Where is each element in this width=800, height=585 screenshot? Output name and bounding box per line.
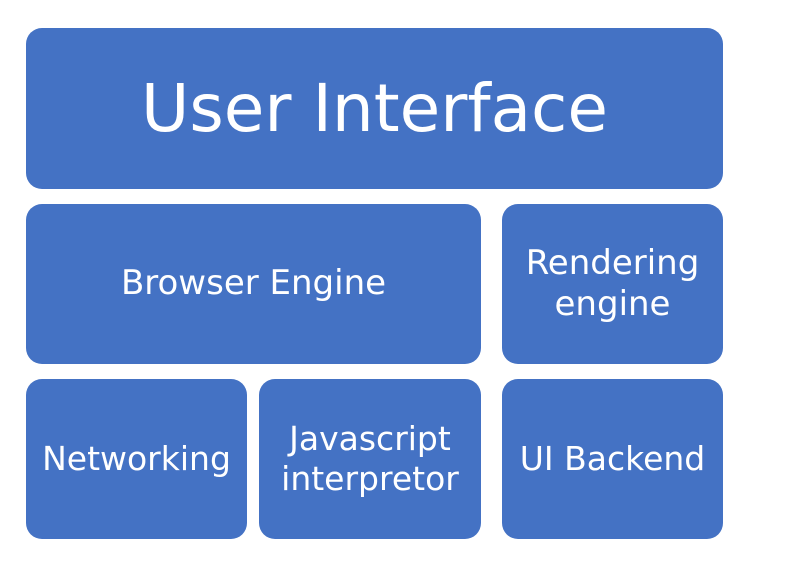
rendering-engine-box: Rendering engine bbox=[502, 204, 723, 364]
user-interface-label: User Interface bbox=[141, 69, 608, 147]
networking-box: Networking bbox=[26, 379, 247, 539]
networking-label: Networking bbox=[42, 438, 231, 478]
ui-backend-box: UI Backend bbox=[502, 379, 723, 539]
browser-engine-label: Browser Engine bbox=[120, 263, 387, 304]
browser-engine-box: Browser Engine bbox=[26, 204, 481, 364]
javascript-interpreter-box: Javascript interpretor bbox=[259, 379, 481, 539]
rendering-engine-label: Rendering engine bbox=[525, 242, 700, 324]
user-interface-box: User Interface bbox=[26, 28, 723, 189]
javascript-interpreter-label: Javascript interpretor bbox=[281, 418, 459, 498]
ui-backend-label: UI Backend bbox=[519, 438, 706, 478]
